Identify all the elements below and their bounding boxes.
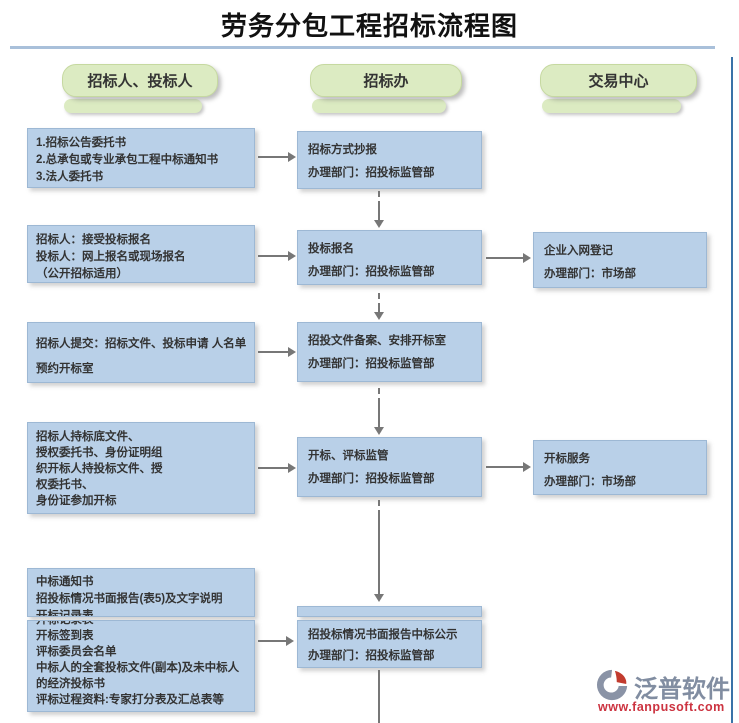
header-sliver: [64, 99, 202, 113]
box-line: 办理部门：招投标监管部: [308, 167, 435, 179]
box-line: 权委托书、: [36, 479, 94, 491]
fanpu-logo-icon: [596, 669, 628, 701]
connector-line: [378, 201, 380, 220]
arrow-l3-to-m3: [258, 347, 296, 357]
header-sliver: [312, 99, 446, 113]
connector-dash: [378, 293, 380, 299]
box-l5b-bid-records: 开标记录表 开标签到表 评标委员会名单 中标人的全套投标文件(副本)及未中标人 …: [27, 620, 255, 712]
header-label: 招标人、投标人: [62, 64, 218, 97]
connector-line: [378, 398, 380, 427]
connector-line: [378, 670, 380, 723]
box-line: 招标方式抄报: [308, 144, 377, 156]
header-sliver: [542, 99, 681, 113]
box-line: 办理部门：招投标监管部: [308, 473, 435, 485]
arrow-l4-to-m4: [258, 463, 296, 473]
box-m3-document-filing: 招投文件备案、安排开标室 办理部门：招投标监管部: [297, 322, 482, 382]
box-line: 3.法人委托书: [36, 171, 104, 183]
box-m4-bid-opening-supervision: 开标、评标监管 办理部门：招投标监管部: [297, 437, 482, 497]
box-line: （公开招标适用）: [36, 268, 128, 280]
arrow-down-icon: [374, 427, 384, 435]
box-line: 开标签到表: [36, 630, 94, 642]
box-line: 开标记录表: [36, 620, 94, 626]
connector-line: [378, 303, 380, 312]
box-line: 开标记录表: [36, 610, 94, 617]
connector-dash: [378, 388, 380, 394]
arrow-down-icon: [374, 220, 384, 228]
box-line: 办理部门：市场部: [544, 268, 636, 280]
box-line: 办理部门：招投标监管部: [308, 358, 435, 370]
connector-m1-to-m2: [374, 191, 384, 228]
arrow-m2-to-r1: [486, 253, 531, 263]
box-line: 评标委员会名单: [36, 646, 117, 658]
box-m5-award-publicity: 招投标情况书面报告中标公示 办理部门：招投标监管部: [297, 620, 482, 668]
box-line: 1.招标公告委托书: [36, 137, 127, 149]
arrow-down-icon: [374, 312, 384, 320]
page-title: 劳务分包工程招标流程图: [220, 12, 518, 41]
column-header-trading-center: 交易中心: [540, 64, 697, 113]
box-line: 招标人：接受投标报名: [36, 234, 151, 246]
box-m1-tender-method-report: 招标方式抄报 办理部门：招投标监管部: [297, 131, 482, 189]
connector-dash: [378, 500, 380, 506]
title-divider: [10, 46, 715, 49]
box-l1-entrust-documents: 1.招标公告委托书 2.总承包或专业承包工程中标通知书 3.法人委托书: [27, 128, 255, 188]
fanpu-logo: 泛普软件 www.fanpusoft.com: [596, 666, 734, 720]
fanpu-logo-url: www.fanpusoft.com: [598, 700, 725, 714]
connector-m2-to-m3: [374, 293, 384, 320]
box-l3-submit-documents: 招标人提交：招标文件、投标申请 人名单 预约开标室: [27, 322, 255, 383]
box-line: 2.总承包或专业承包工程中标通知书: [36, 154, 219, 166]
box-line: 中标通知书: [36, 576, 94, 588]
column-header-tender-office: 招标办: [310, 64, 462, 113]
box-m5-strip: [297, 606, 482, 617]
box-l5a-award-notice: 中标通知书 招投标情况书面报告(表5)及文字说明 开标记录表: [27, 568, 255, 617]
header-label: 交易中心: [540, 64, 697, 97]
connector-m4-to-m5: [374, 500, 384, 602]
right-frame-border: [731, 57, 733, 723]
arrow-l2-to-m2: [258, 251, 296, 261]
box-line: 投标人：网上报名或现场报名: [36, 251, 186, 263]
box-r2-bid-opening-service: 开标服务 办理部门：市场部: [533, 440, 707, 495]
arrow-m4-to-r2: [486, 462, 531, 472]
fanpu-logo-name: 泛普软件: [634, 676, 730, 703]
box-line: 办理部门：招投标监管部: [308, 650, 435, 662]
box-line: 办理部门：招投标监管部: [308, 266, 435, 278]
box-line: 投标报名: [308, 243, 354, 255]
connector-m3-to-m4: [374, 388, 384, 435]
box-line: 身份证参加开标: [36, 495, 117, 507]
box-line: 招标人提交：招标文件、投标申请 人名单: [36, 338, 247, 350]
box-line: 预约开标室: [36, 363, 94, 375]
box-line: 招标人持标底文件、: [36, 431, 140, 443]
box-r1-enterprise-network-registration: 企业入网登记 办理部门：市场部: [533, 232, 707, 288]
box-lines: 开标记录表 开标签到表 评标委员会名单 中标人的全套投标文件(副本)及未中标人 …: [36, 620, 246, 708]
connector-line: [378, 510, 380, 594]
box-m2-bid-registration: 投标报名 办理部门：招投标监管部: [297, 230, 482, 285]
arrow-l5-to-m5: [258, 636, 294, 646]
box-line: 的经济投标书: [36, 678, 105, 690]
box-line: 开标、评标监管: [308, 450, 389, 462]
box-l4-attend-bid-opening: 招标人持标底文件、 授权委托书、身份证明组 织开标人持投标文件、授 权委托书、 …: [27, 422, 255, 514]
box-line: 织开标人持投标文件、授: [36, 463, 163, 475]
box-line: 招投文件备案、安排开标室: [308, 335, 446, 347]
box-line: 评标过程资料:专家打分表及汇总表等: [36, 694, 224, 706]
arrow-down-icon: [374, 594, 384, 602]
box-l2-registration: 招标人：接受投标报名 投标人：网上报名或现场报名 （公开招标适用）: [27, 225, 255, 283]
box-line: 企业入网登记: [544, 245, 613, 257]
box-line: 中标人的全套投标文件(副本)及未中标人: [36, 662, 240, 674]
box-line: 办理部门：市场部: [544, 476, 636, 488]
box-line: 授权委托书、身份证明组: [36, 447, 163, 459]
connector-dash: [378, 191, 380, 197]
header-label: 招标办: [310, 64, 462, 97]
arrow-l1-to-m1: [258, 152, 296, 162]
box-line: 招投标情况书面报告(表5)及文字说明: [36, 593, 223, 605]
connector-m5-down: [374, 670, 384, 723]
box-line: 开标服务: [544, 453, 590, 465]
column-header-bidders: 招标人、投标人: [62, 64, 218, 113]
box-line: 招投标情况书面报告中标公示: [308, 629, 458, 641]
